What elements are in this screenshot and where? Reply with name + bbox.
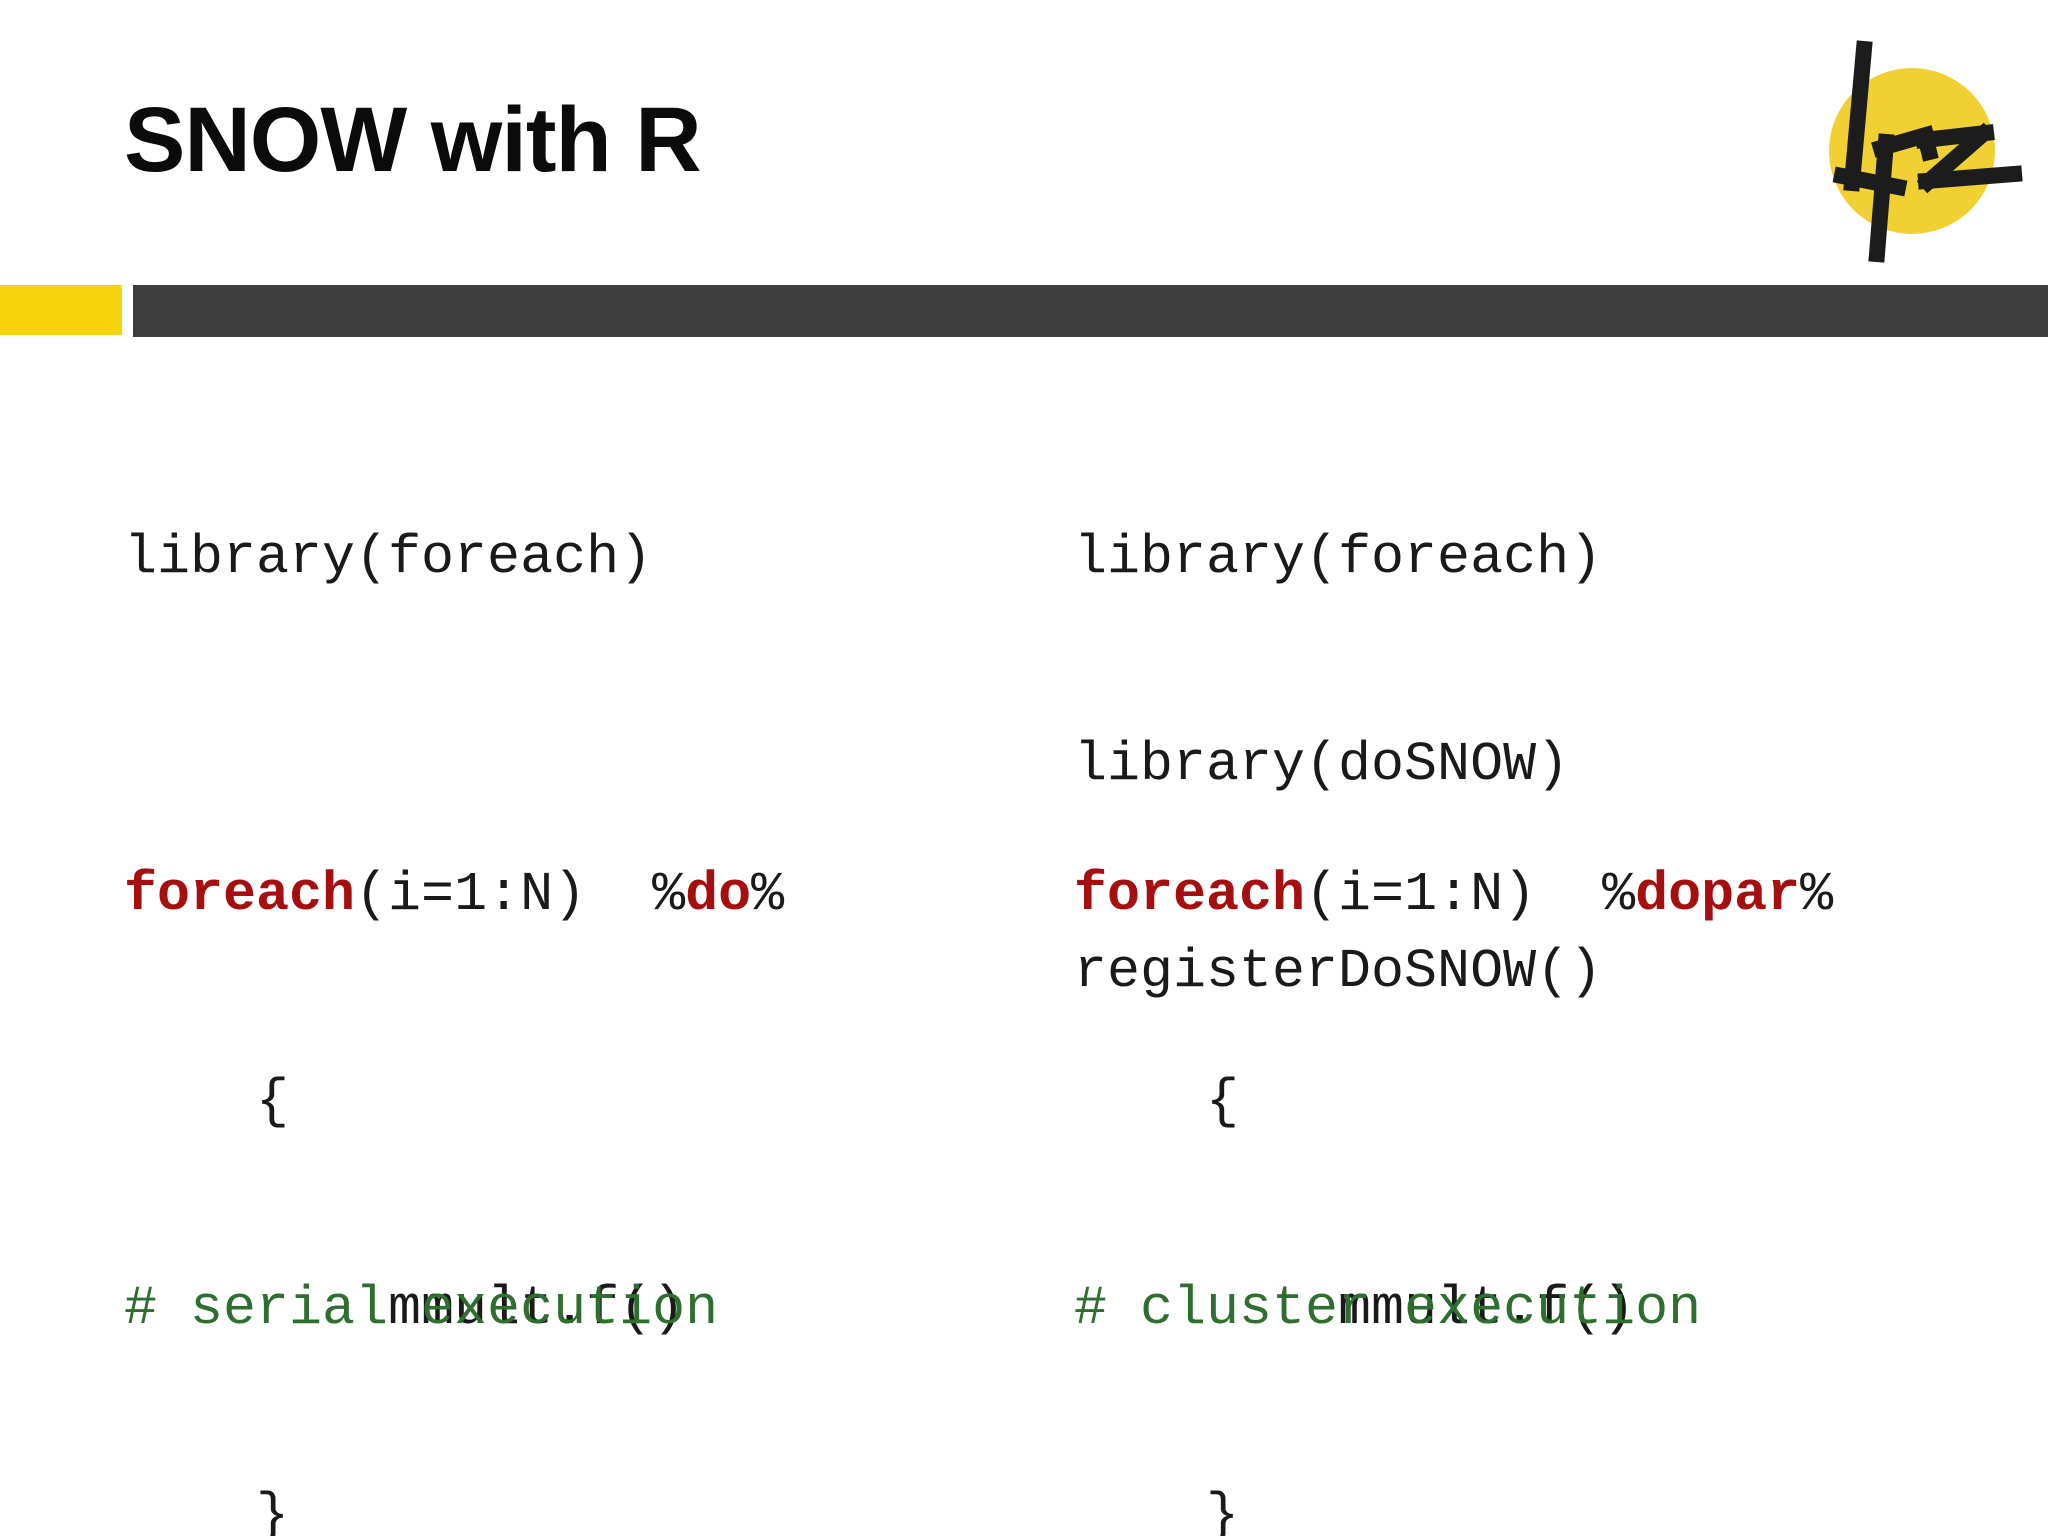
code-line: mmult.f()	[124, 1277, 686, 1340]
code-line: library(foreach)	[1074, 526, 1603, 589]
code-left-library: library(foreach)	[124, 385, 652, 730]
code-line: registerDoSNOW()	[1074, 940, 1603, 1003]
code-line: {	[1074, 1070, 1240, 1133]
comment-serial-execution: # serial execution	[124, 1136, 718, 1481]
code-line: }	[124, 1484, 290, 1536]
comment-cluster-execution: # cluster execution	[1074, 1136, 1701, 1481]
code-line: mmult.f()	[1074, 1277, 1636, 1340]
accent-bar-yellow	[0, 285, 122, 335]
code-line: # serial execution	[124, 1277, 719, 1340]
code-line: }	[1074, 1484, 1240, 1536]
keyword-foreach: foreach	[124, 863, 356, 926]
percent-sign: %	[1800, 863, 1834, 926]
percent-sign: %	[652, 863, 686, 926]
divider-bar-dark	[133, 285, 2048, 337]
code-line: library(foreach)	[124, 526, 653, 589]
code-line: foreach(i=1:N) %do%	[124, 860, 784, 929]
foreach-args: (i=1:N)	[1305, 863, 1537, 926]
foreach-args: (i=1:N)	[355, 863, 587, 926]
keyword-dopar: dopar	[1635, 863, 1801, 926]
code-line: foreach(i=1:N) %dopar%	[1074, 860, 1833, 929]
code-line: library(doSNOW)	[1074, 733, 1570, 796]
page-title: SNOW with R	[124, 89, 702, 191]
code-line: {	[124, 1070, 290, 1133]
lrz-logo-icon	[1829, 40, 2023, 263]
keyword-do: do	[685, 863, 752, 926]
keyword-foreach: foreach	[1074, 863, 1306, 926]
percent-sign: %	[1602, 863, 1636, 926]
code-left-foreach: foreach(i=1:N) %do% { mmult.f() }	[124, 722, 784, 1536]
logo-letters	[1832, 40, 2023, 263]
code-line: # cluster execution	[1074, 1277, 1702, 1340]
percent-sign: %	[751, 863, 785, 926]
logo-circle	[1829, 68, 1995, 234]
code-right-library: library(foreach) library(doSNOW) registe…	[1074, 385, 1602, 1144]
code-right-foreach: foreach(i=1:N) %dopar% { mmult.f() }	[1074, 722, 1833, 1536]
